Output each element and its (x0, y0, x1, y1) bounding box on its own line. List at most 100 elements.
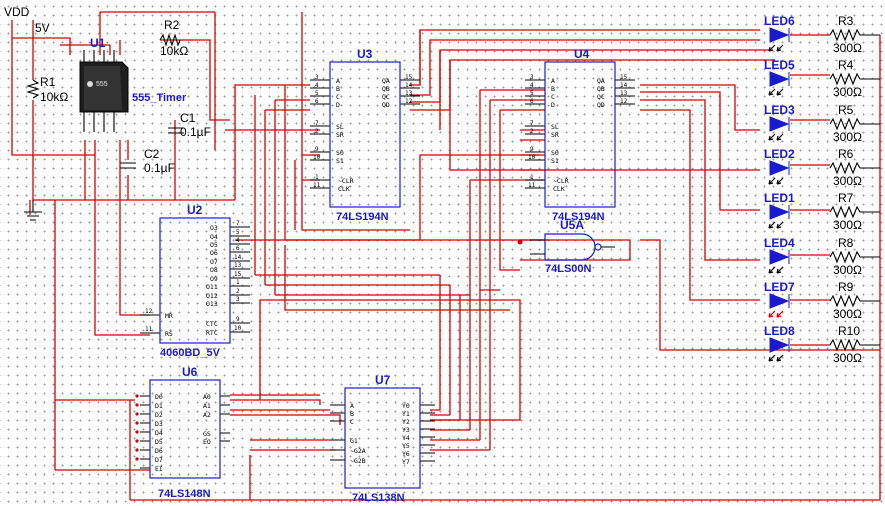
led-row (768, 293, 880, 318)
u7-chip[interactable] (344, 387, 421, 489)
svg-text:O3: O3 (210, 224, 218, 232)
svg-text:10: 10 (234, 325, 242, 332)
svg-text:QB: QB (382, 85, 390, 93)
u2-chip[interactable] (159, 217, 231, 344)
svg-text:D0: D0 (155, 393, 163, 401)
svg-text:2: 2 (236, 288, 240, 295)
svg-text:13: 13 (405, 90, 413, 97)
svg-text:C: C (350, 418, 354, 426)
c2-capacitor-icon[interactable] (120, 162, 136, 169)
chip-marking: 555 (96, 81, 108, 88)
svg-text:11: 11 (145, 326, 153, 333)
led-diode-icon[interactable] (769, 204, 790, 220)
u6-chip[interactable] (149, 379, 221, 479)
svg-text:D6: D6 (155, 447, 163, 455)
svg-text:12: 12 (620, 98, 628, 105)
led-diode-icon[interactable] (769, 71, 790, 87)
ti-logo-icon (87, 81, 93, 87)
led-light-rays-icon (768, 88, 784, 96)
led-resistor-icon[interactable] (829, 338, 880, 352)
svg-text:CLK: CLK (338, 185, 350, 193)
led-resistor-icon[interactable] (829, 205, 880, 219)
led-row (768, 27, 880, 52)
svg-text:SL: SL (336, 123, 344, 131)
wires (11, 11, 881, 501)
svg-text:7: 7 (530, 120, 534, 127)
r2-resistor-icon[interactable] (159, 33, 181, 47)
svg-text:~G2A: ~G2A (350, 447, 366, 455)
u6-part: 74LS148N (158, 488, 211, 500)
svg-text:O11: O11 (206, 283, 218, 291)
u5a-ref: U5A (560, 218, 584, 232)
u4-chip[interactable] (544, 61, 616, 208)
svg-text:4: 4 (315, 82, 319, 89)
svg-text:3: 3 (315, 74, 319, 81)
svg-text:2: 2 (315, 128, 319, 135)
led-resistor-icon[interactable] (829, 250, 880, 264)
svg-text:10: 10 (313, 154, 321, 161)
svg-text:12: 12 (405, 98, 413, 105)
led-resistor-icon[interactable] (829, 28, 880, 42)
svg-text:O5: O5 (210, 241, 218, 249)
resistor-value: 300Ω (833, 41, 862, 55)
svg-text:D5: D5 (155, 438, 163, 446)
svg-text:MR: MR (165, 312, 173, 320)
u6-input-markers (135, 394, 139, 461)
led-resistor-icon[interactable] (829, 117, 880, 131)
svg-text:13: 13 (234, 262, 242, 269)
svg-text:O9: O9 (210, 275, 218, 283)
led-ref: LED7 (764, 280, 795, 294)
led-diode-icon[interactable] (769, 116, 790, 132)
led-diode-icon[interactable] (769, 160, 790, 176)
svg-text:Y6: Y6 (402, 450, 410, 458)
svg-text:C: C (336, 93, 340, 101)
svg-text:Y7: Y7 (402, 458, 410, 466)
svg-text:QC: QC (597, 93, 605, 101)
c1-value: 0.1µF (180, 125, 211, 139)
svg-text:O4: O4 (210, 233, 218, 241)
r2-value: 10kΩ (160, 44, 188, 58)
led-light-rays-icon (768, 354, 784, 362)
svg-text:O6: O6 (210, 249, 218, 257)
u5a-nand-gate[interactable] (517, 233, 616, 261)
u4-part: 74LS194N (552, 211, 605, 223)
led-diode-icon[interactable] (769, 293, 790, 309)
u7-ref: U7 (375, 373, 391, 387)
svg-text:~CLR: ~CLR (338, 177, 354, 185)
svg-text:S0: S0 (336, 149, 344, 157)
c1-ref: C1 (180, 111, 196, 125)
svg-text:S1: S1 (336, 157, 344, 165)
led-diode-icon[interactable] (769, 27, 790, 43)
r1-value: 10kΩ (40, 90, 68, 104)
led-row (768, 249, 880, 274)
svg-text:~G2B: ~G2B (350, 457, 366, 465)
led-diode-icon[interactable] (769, 249, 790, 265)
u3-chip[interactable] (329, 61, 401, 208)
svg-text:EO: EO (203, 438, 211, 446)
svg-text:Y0: Y0 (402, 402, 410, 410)
led-resistor-icon[interactable] (829, 161, 880, 175)
r1-resistor-icon[interactable] (26, 79, 40, 99)
resistor-ref: R6 (838, 147, 854, 161)
resistor-value: 300Ω (833, 130, 862, 144)
svg-text:CTC: CTC (206, 320, 218, 328)
u3-ref: U3 (357, 47, 373, 61)
led-resistor-icon[interactable] (829, 294, 880, 308)
svg-text:QC: QC (382, 93, 390, 101)
led-row (768, 116, 880, 141)
c1-capacitor-icon[interactable] (168, 127, 184, 134)
resistor-value: 300Ω (833, 174, 862, 188)
svg-text:SR: SR (336, 131, 344, 139)
led-resistor-icon[interactable] (829, 72, 880, 86)
svg-text:O8: O8 (210, 266, 218, 274)
r1-ref: R1 (40, 75, 56, 89)
c2-ref: C2 (144, 147, 160, 161)
led-diode-icon[interactable] (769, 337, 790, 353)
svg-text:15: 15 (234, 271, 242, 278)
svg-text:9: 9 (315, 146, 319, 153)
led-light-rays-icon (768, 44, 784, 52)
u1-555-timer[interactable]: 555 (79, 50, 129, 132)
